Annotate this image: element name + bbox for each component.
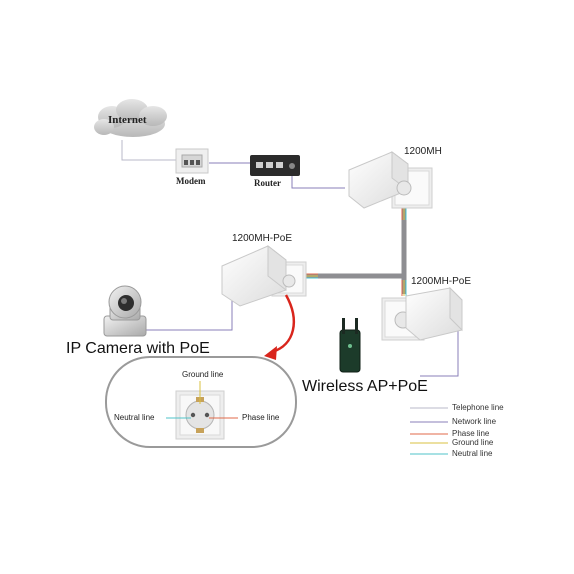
legend-lines [410, 407, 448, 455]
modem-label: Modem [176, 176, 206, 186]
power-trunk [300, 205, 407, 296]
adapter-left-label: 1200MH-PoE [232, 233, 293, 244]
telephone-line [121, 140, 176, 161]
internet-label: Internet [108, 114, 147, 126]
legend-item-telephone: Telephone line [452, 403, 504, 412]
legend-item-neutral: Neutral line [452, 449, 493, 458]
router-label: Router [254, 178, 281, 188]
network-line [146, 162, 459, 377]
wireless-ap-icon [339, 318, 361, 373]
legend-item-ground: Ground line [452, 438, 494, 447]
internet-cloud-icon [94, 99, 167, 137]
ip-camera-icon [103, 285, 147, 337]
adapter-top-label: 1200MH [404, 146, 442, 157]
router-icon [250, 155, 300, 176]
wireless-ap-label: Wireless AP+PoE [302, 378, 428, 395]
socket-ground-label: Ground line [182, 370, 224, 379]
powerline-adapter-left-icon [221, 244, 307, 307]
ip-camera-label: IP Camera with PoE [66, 340, 210, 357]
legend-item-network: Network line [452, 417, 497, 426]
legend-item-phase: Phase line [452, 429, 490, 438]
detail-arrow-icon [264, 294, 295, 360]
socket-detail-panel [105, 356, 297, 448]
powerline-adapter-top-icon [348, 151, 433, 209]
modem-icon [175, 148, 209, 174]
adapter-right-label: 1200MH-PoE [411, 276, 472, 287]
socket-phase-label: Phase line [242, 413, 280, 422]
powerline-adapter-right-icon [381, 286, 463, 341]
socket-neutral-label: Neutral line [114, 413, 155, 422]
